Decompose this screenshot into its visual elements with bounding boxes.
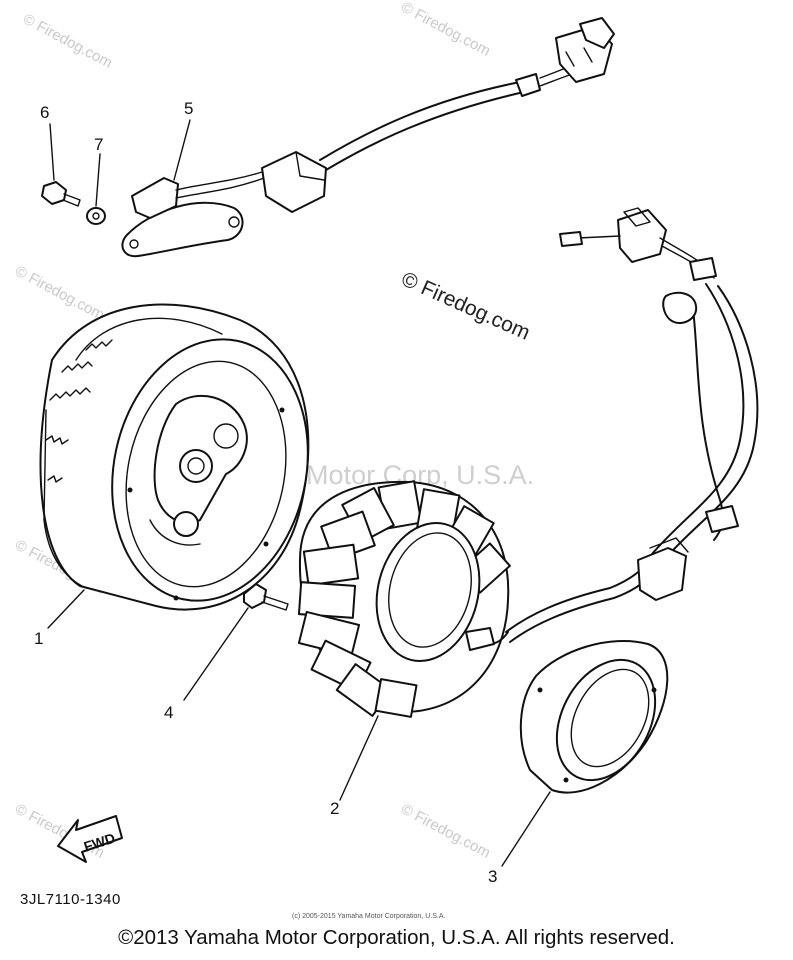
part-4-bolt: [243, 583, 289, 611]
part-1-flywheel: [39, 303, 310, 611]
callout-1: 1: [34, 629, 43, 648]
callout-4: 4: [164, 703, 173, 722]
leader-5: [173, 119, 191, 181]
callouts: 1 2 3 4 5 6 7: [34, 99, 497, 886]
part-7-washer: [86, 207, 106, 225]
leader-6: [49, 123, 55, 181]
fwd-arrow-icon: FWD: [57, 815, 123, 863]
leader-1: [47, 589, 85, 629]
watermark-text: © Firedog.com: [12, 263, 107, 324]
part-6-bolt: [41, 181, 81, 207]
leader-7: [95, 153, 101, 207]
leader-4: [183, 607, 249, 701]
wiring-harness: [559, 207, 759, 601]
callout-6: 6: [40, 103, 49, 122]
callout-5: 5: [184, 99, 193, 118]
part-5-pickup-coil: [121, 17, 615, 258]
callout-7: 7: [94, 135, 103, 154]
small-copyright: (c) 2005-2015 Yamaha Motor Corporation, …: [292, 913, 445, 920]
watermark-center: © Firedog.com: [398, 268, 533, 345]
part-2-stator: [297, 480, 661, 718]
leader-3: [501, 791, 551, 867]
watermark-text: © Firedog.com: [398, 801, 493, 862]
part-number: 3JL7110-1340: [20, 891, 121, 908]
watermark-text: © Firedog.com: [20, 11, 115, 72]
watermark-text: © Firedog.com: [398, 0, 493, 60]
leader-2: [339, 715, 379, 801]
part-3-cover: [519, 640, 669, 794]
callout-3: 3: [488, 867, 497, 886]
callout-2: 2: [330, 799, 339, 818]
copyright-footer: ©2013 Yamaha Motor Corporation, U.S.A. A…: [118, 926, 675, 949]
